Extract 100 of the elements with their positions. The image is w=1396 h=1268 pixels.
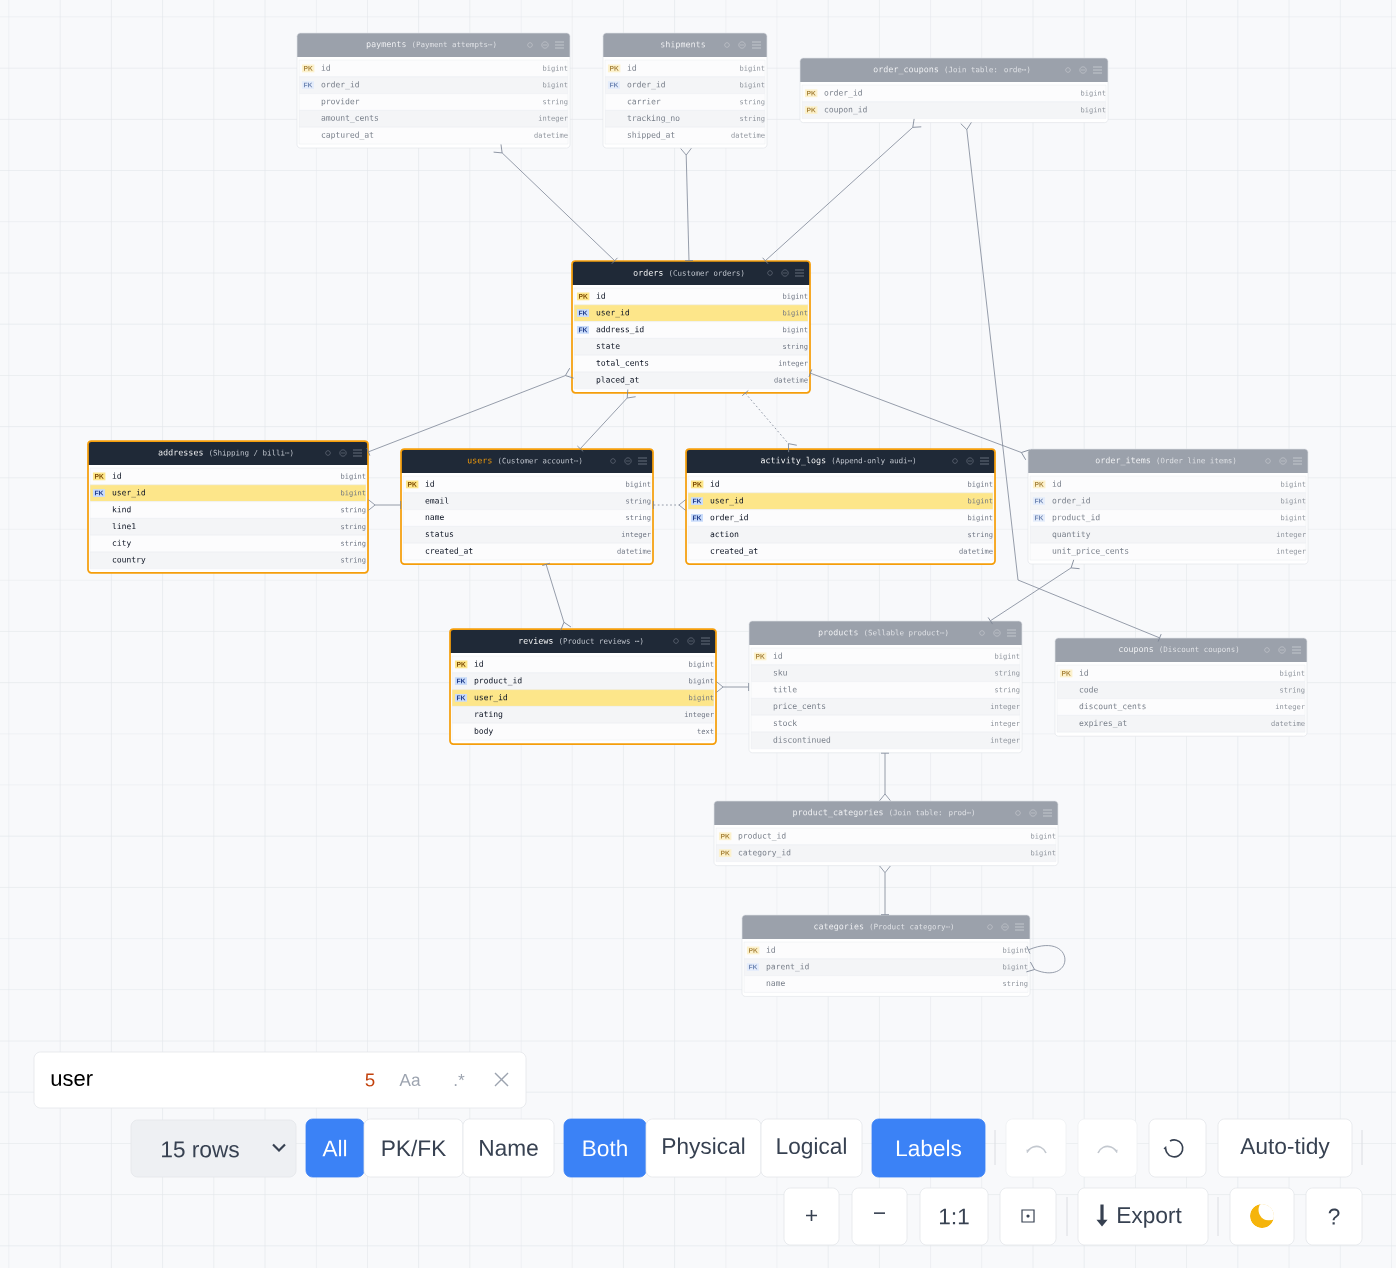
- column-name: id: [321, 64, 330, 71]
- column-name: product_id: [474, 677, 522, 686]
- column-name: order_id: [1052, 497, 1090, 506]
- auto-tidy-button: Auto-tidy: [1217, 1118, 1353, 1178]
- column-name: id: [766, 946, 775, 953]
- column-name: product_id: [738, 832, 786, 841]
- column-name: user_id: [112, 489, 145, 498]
- column-name: id: [596, 292, 605, 299]
- column-name: created_at: [425, 547, 473, 556]
- relationship-line: [879, 865, 891, 915]
- table-row: [801, 101, 1107, 119]
- column-name: id: [627, 64, 636, 71]
- table-row: [451, 689, 715, 707]
- table-row: [750, 647, 1021, 666]
- column-name: country: [112, 556, 146, 565]
- relationship-line: [716, 681, 749, 693]
- relationship-line: [762, 118, 922, 265]
- column-name: id: [773, 652, 782, 659]
- column-name: category_id: [738, 849, 791, 858]
- filter-tab: PK/FK: [363, 1118, 464, 1178]
- table-row: [89, 467, 367, 486]
- column-name: expires_at: [1079, 719, 1127, 728]
- reset-zoom-button: 1:1: [919, 1187, 989, 1246]
- table-row: [687, 475, 994, 494]
- relationship-line: [960, 122, 1162, 642]
- column-name: quantity: [1052, 530, 1091, 539]
- column-name: sku: [773, 669, 787, 676]
- column-name: state: [596, 343, 620, 349]
- column-name: kind: [112, 506, 131, 513]
- case-toggle: Aa: [399, 1073, 421, 1087]
- table-row: [573, 304, 809, 322]
- relationship-line: [368, 499, 401, 511]
- column-name: address_id: [596, 326, 644, 335]
- column-name: created_at: [710, 547, 758, 556]
- table-row: [89, 484, 367, 502]
- table-row: [687, 542, 994, 561]
- column-name: placed_at: [596, 376, 639, 385]
- table-row: [451, 722, 715, 741]
- table-row: [715, 844, 1057, 862]
- table-row: [89, 518, 367, 536]
- table-row: [1029, 542, 1307, 561]
- relationship-line: [493, 144, 618, 264]
- relationship-line: [808, 369, 1030, 461]
- row-count-select: 15 rows: [130, 1119, 297, 1178]
- filter-tab: All: [305, 1118, 365, 1178]
- table-row: [451, 655, 715, 674]
- column-name: body: [474, 727, 493, 736]
- column-name: discontinued: [773, 736, 831, 743]
- view-tab: Logical: [760, 1118, 863, 1178]
- zoom-in-button: +: [783, 1187, 840, 1246]
- table-row: [750, 681, 1021, 699]
- table-row: [604, 59, 766, 78]
- column-name: id: [710, 480, 719, 487]
- table-row: [298, 59, 569, 78]
- relationship-line: [987, 559, 1080, 625]
- table-row: [298, 126, 569, 145]
- zoom-out-button: −: [851, 1187, 908, 1246]
- table-row: [451, 706, 715, 724]
- match-count: 5: [365, 1073, 375, 1087]
- column-name: discount_cents: [1079, 703, 1146, 711]
- column-name: email: [425, 497, 449, 504]
- table-row: [402, 492, 652, 510]
- column-name: id: [1079, 669, 1088, 676]
- column-name: provider: [321, 98, 360, 106]
- view-tab: Physical: [645, 1118, 762, 1178]
- table-row: [743, 941, 1029, 960]
- column-name: parent_id: [766, 963, 809, 972]
- column-name: status: [425, 531, 454, 537]
- table-row: [801, 84, 1107, 103]
- table-row: [402, 475, 652, 494]
- table-row: [573, 287, 809, 306]
- table-row: [687, 526, 994, 544]
- column-name: coupon_id: [824, 106, 867, 115]
- column-name: user_id: [710, 497, 743, 506]
- column-name: city: [112, 539, 131, 548]
- relationship-line: [576, 389, 637, 452]
- column-name: user_id: [474, 694, 507, 703]
- column-name: captured_at: [321, 131, 374, 140]
- column-name: stock: [773, 719, 797, 726]
- column-name: order_id: [824, 89, 862, 98]
- table-row: [715, 827, 1057, 846]
- relationship-line: [879, 752, 891, 801]
- relationship-line: [680, 147, 694, 262]
- filter-tab: Name: [462, 1118, 555, 1178]
- column-name: name: [425, 515, 444, 521]
- column-name: order_id: [710, 514, 748, 523]
- table-row: [750, 664, 1021, 682]
- column-name: rating: [475, 710, 503, 719]
- column-name: action: [710, 531, 739, 538]
- regex-toggle: .*: [454, 1074, 465, 1086]
- column-name: tracking_no: [627, 114, 680, 123]
- table-row: [1029, 475, 1307, 494]
- column-name: code: [1079, 686, 1098, 693]
- relationship-line: [366, 367, 574, 456]
- column-name: order_id: [627, 81, 665, 90]
- column-name: product_id: [1052, 514, 1100, 523]
- table-row: [402, 509, 652, 527]
- table-row: [573, 321, 809, 339]
- relationship-line: [541, 562, 572, 631]
- column-name: carrier: [627, 98, 661, 105]
